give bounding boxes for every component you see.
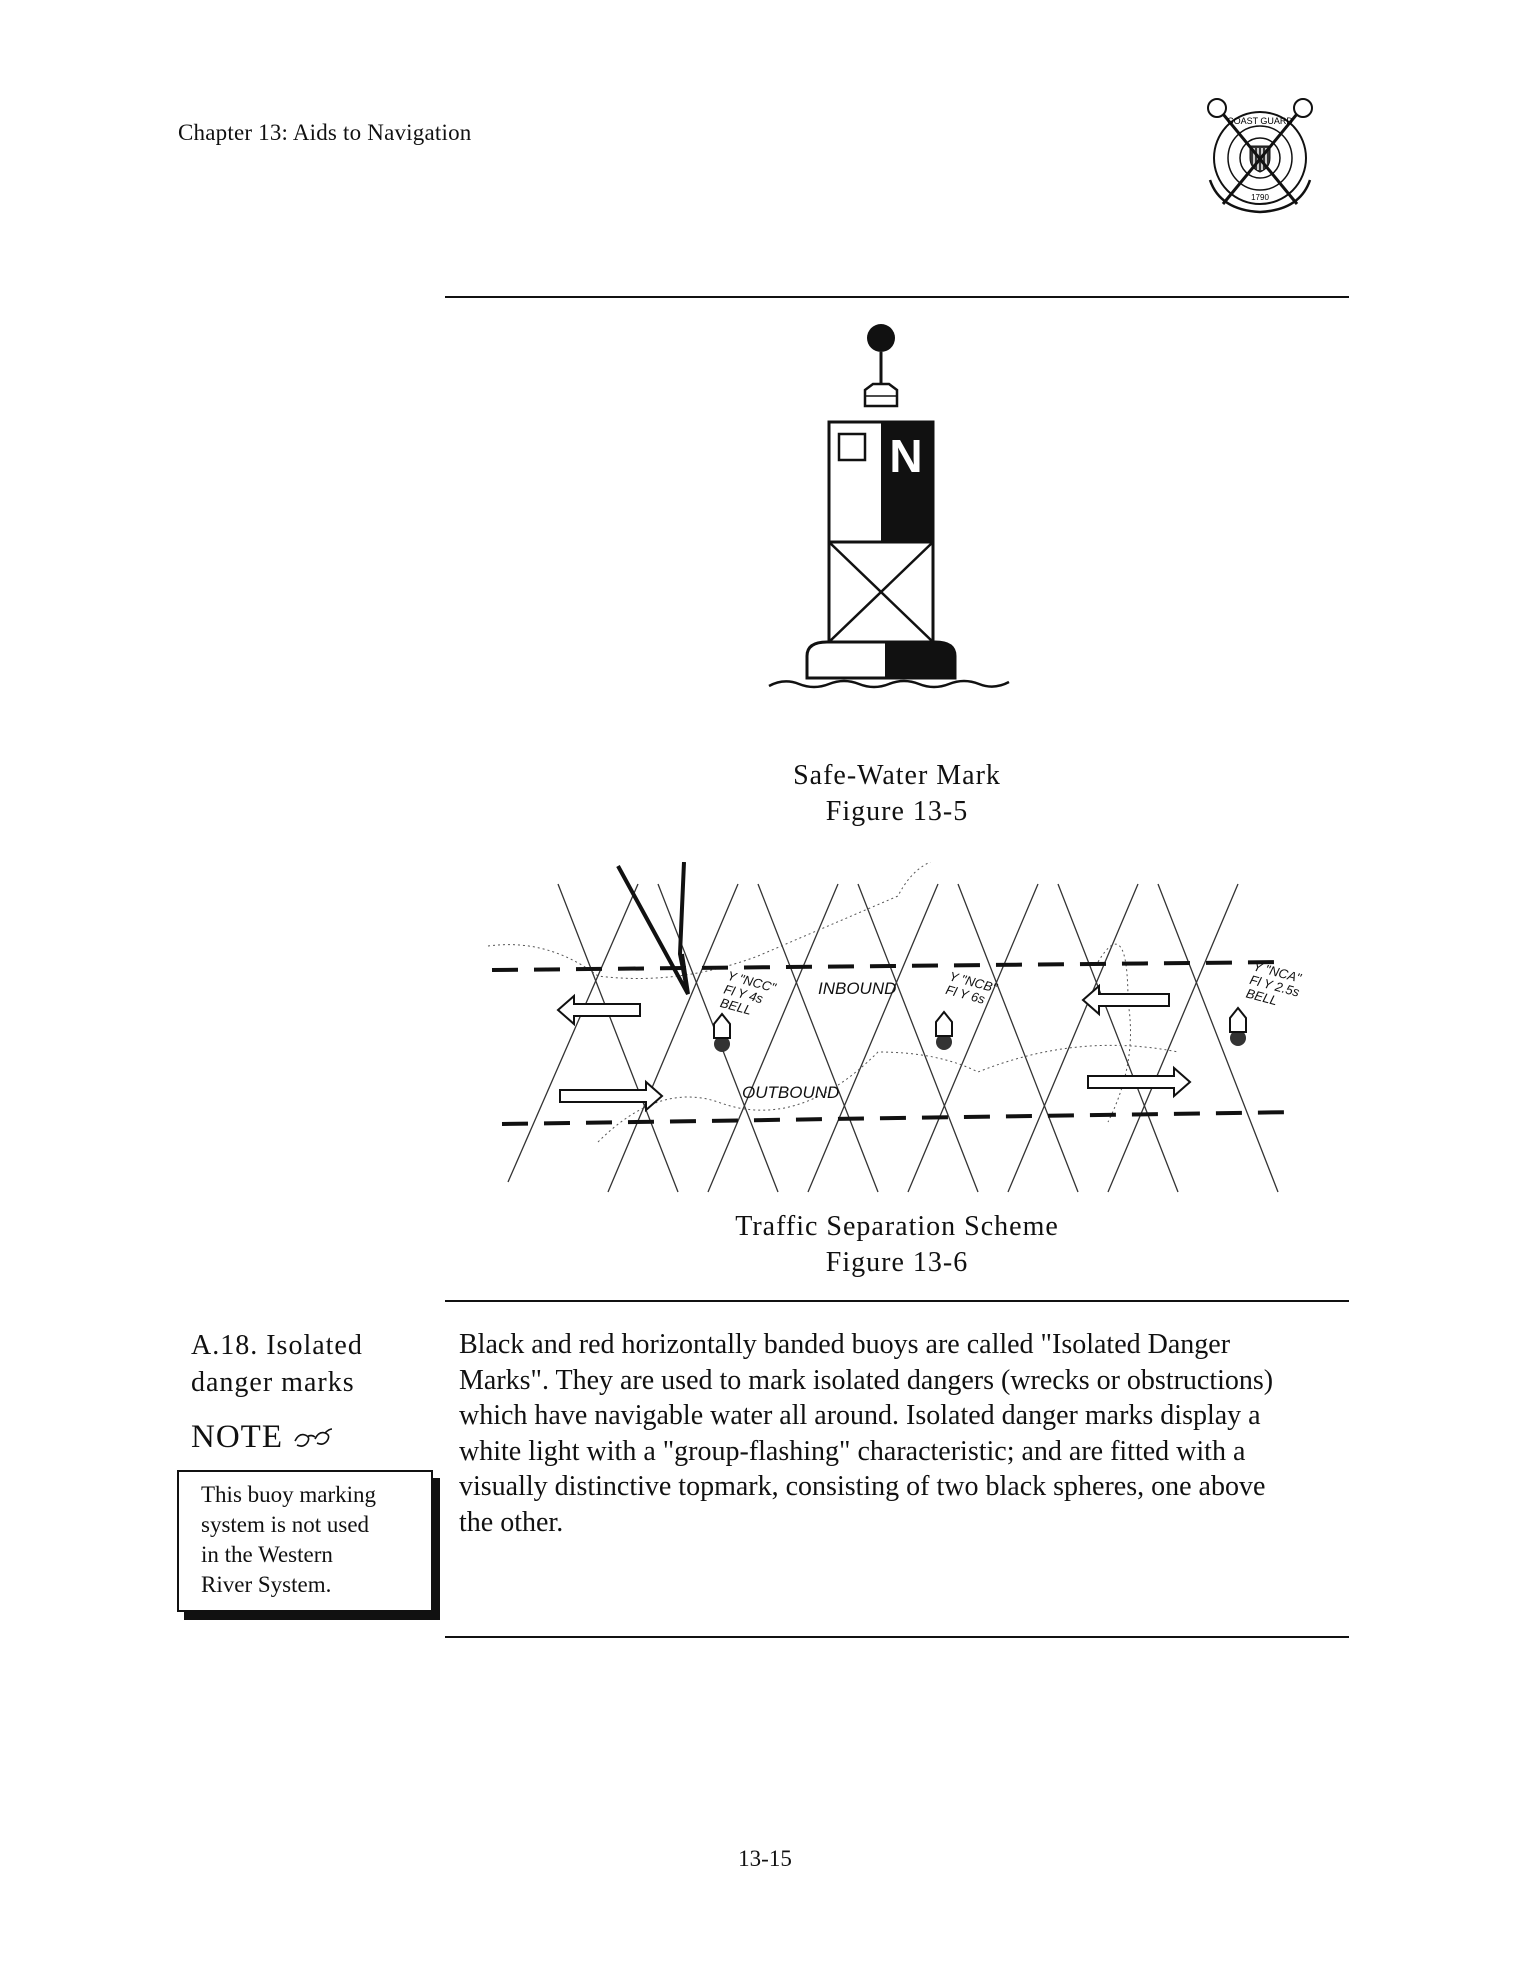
svg-text:COAST GUARD: COAST GUARD (1227, 116, 1293, 126)
note-box: This buoy marking system is not used in … (177, 1470, 433, 1612)
note-line-1: This buoy marking (201, 1482, 377, 1507)
note-title: NOTE (191, 1419, 333, 1456)
traffic-separation-scheme-illustration: INBOUND OUTBOUND Y "NCC" Fl Y 4s BELL Y … (487, 862, 1304, 1193)
svg-text:1790: 1790 (1251, 193, 1269, 202)
section-heading-line-1: A.18. Isolated (191, 1330, 363, 1361)
page-number: 13-15 (738, 1846, 792, 1871)
note-line-3: in the Western (201, 1542, 333, 1567)
note-title-text: NOTE (191, 1419, 283, 1455)
section-bottom-rule (445, 1636, 1349, 1638)
figure-13-6-number: Figure 13-6 (825, 1247, 969, 1278)
body-line-1: Black and red horizontally banded buoys … (459, 1329, 1231, 1360)
figure-13-5-number: Figure 13-5 (825, 796, 969, 827)
figure-13-5-title: Safe-Water Mark (793, 760, 1001, 791)
note-line-2: system is not used (201, 1512, 370, 1537)
inbound-label: INBOUND (818, 979, 896, 998)
section-heading-line-2: danger marks (191, 1367, 355, 1398)
body-line-6: the other. (459, 1506, 564, 1538)
safe-water-buoy-illustration: N (768, 324, 1010, 689)
top-rule (445, 296, 1349, 298)
body-line-5: visually distinctive topmark, consisting… (459, 1471, 1266, 1502)
note-line-4: River System. (201, 1572, 332, 1597)
eyeglasses-icon (294, 1427, 333, 1447)
body-line-2: Marks". They are used to mark isolated d… (459, 1364, 1274, 1396)
buoy-letter: N (889, 430, 922, 482)
running-header: Chapter 13: Aids to Navigation (178, 120, 472, 145)
section-top-rule (445, 1300, 1349, 1302)
body-paragraph: Black and red horizontally banded buoys … (459, 1327, 1339, 1540)
outbound-label: OUTBOUND (742, 1083, 839, 1102)
coast-guard-seal-logo: COAST GUARD 1790 (1207, 98, 1313, 214)
section-heading: A.18. Isolated danger marks (191, 1327, 363, 1401)
body-line-4: white light with a "group-flashing" char… (459, 1435, 1246, 1467)
figure-13-6-title: Traffic Separation Scheme (735, 1211, 1059, 1242)
body-line-3: which have navigable water all around. I… (459, 1400, 1261, 1431)
